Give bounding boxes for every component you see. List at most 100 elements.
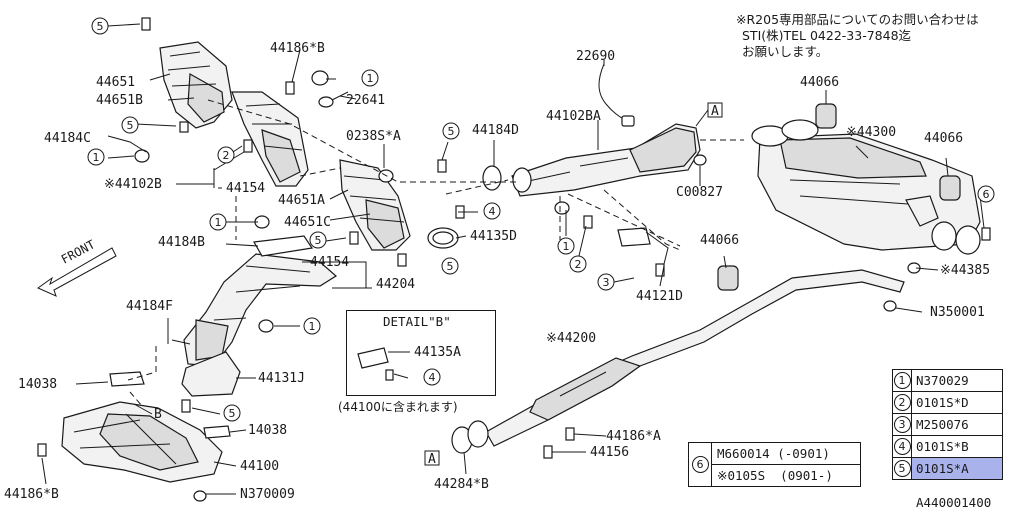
- label-22690[interactable]: 22690: [576, 49, 615, 64]
- label-44186B-top[interactable]: 44186*B: [270, 41, 325, 56]
- label-44184D[interactable]: 44184D: [472, 123, 519, 138]
- label-C00827[interactable]: C00827: [676, 185, 723, 200]
- part-44651A-catalyst[interactable]: [339, 159, 411, 251]
- part-44121D-bracket[interactable]: [617, 227, 669, 265]
- detail-b-box: [346, 310, 496, 396]
- note-line-3: お願いします。: [742, 44, 829, 59]
- label-44300[interactable]: ※44300: [846, 125, 896, 140]
- part-14038-gasket-left[interactable]: [109, 371, 145, 387]
- label-44066-mid[interactable]: 44066: [700, 233, 739, 248]
- label-44102B[interactable]: ※44102B: [104, 177, 162, 192]
- label-44651B[interactable]: 44651B: [96, 93, 143, 108]
- label-front: FRONT: [59, 237, 97, 266]
- legend-row[interactable]: 2 0101S*D: [892, 391, 1003, 414]
- part-44066-hanger-top[interactable]: [815, 103, 837, 129]
- part-44100-exhaust-manifold[interactable]: [61, 401, 223, 483]
- callout-1: 1: [563, 240, 570, 253]
- callout-5: 5: [127, 119, 134, 132]
- legend-number-cell: 2: [892, 391, 912, 414]
- callout-5: 5: [447, 260, 454, 273]
- label-44200[interactable]: ※44200: [546, 331, 596, 346]
- reference-box-a-top: [707, 102, 723, 118]
- detail-b-footnote: (44100に含まれます): [338, 400, 458, 414]
- sti-contact-note: ※R205専用部品についてのお問い合わせは STI(株)TEL 0422-33-…: [736, 12, 979, 60]
- part-44300-muffler[interactable]: [751, 119, 981, 255]
- part-44102B-front-pipe-upper[interactable]: [231, 91, 309, 187]
- part-14038-gasket-right[interactable]: [203, 425, 231, 439]
- callout-4-marker: 4: [893, 438, 911, 455]
- part-44204-front-pipe[interactable]: [183, 253, 338, 367]
- part-44184B-gasket[interactable]: [253, 235, 314, 257]
- callout-5: 5: [229, 407, 236, 420]
- option-6-code-cell[interactable]: M660014 (-0901): [711, 442, 861, 465]
- label-44204[interactable]: 44204: [376, 277, 415, 292]
- callout-2: 2: [575, 258, 582, 271]
- legend-code-cell-selected[interactable]: 0101S*A: [911, 457, 1003, 480]
- part-22690-oxygen-sensor[interactable]: [598, 63, 635, 127]
- callout-5: 5: [97, 20, 104, 33]
- part-44066-hanger-right[interactable]: [939, 175, 961, 201]
- part-44135A-clamp[interactable]: [357, 347, 394, 381]
- label-0238SA[interactable]: 0238S*A: [346, 129, 401, 144]
- label-N350001[interactable]: N350001: [930, 305, 985, 320]
- callout-3: 3: [603, 276, 610, 289]
- part-44131J-heat-shield[interactable]: [181, 351, 241, 397]
- part-22641-sensor[interactable]: [318, 91, 349, 108]
- label-44651[interactable]: 44651: [96, 75, 135, 90]
- label-44385[interactable]: ※44385: [940, 263, 990, 278]
- label-44184C[interactable]: 44184C: [44, 131, 91, 146]
- label-14038-right[interactable]: 14038: [248, 423, 287, 438]
- label-44154-mid[interactable]: 44154: [310, 255, 349, 270]
- label-44100[interactable]: 44100: [240, 459, 279, 474]
- legend-row[interactable]: 4 0101S*B: [892, 435, 1003, 458]
- option-6-row[interactable]: 6 M660014 (-0901): [688, 442, 861, 487]
- label-44284B[interactable]: 44284*B: [434, 477, 489, 492]
- label-44121D[interactable]: 44121D: [636, 289, 683, 304]
- label-44066-right[interactable]: 44066: [924, 131, 963, 146]
- label-22641[interactable]: 22641: [346, 93, 385, 108]
- label-44135D[interactable]: 44135D: [470, 229, 517, 244]
- label-44154-top[interactable]: 44154: [226, 181, 265, 196]
- part-44200-rear-pipe[interactable]: [485, 269, 905, 447]
- label-44135A[interactable]: 44135A: [414, 345, 461, 360]
- label-44186A[interactable]: 44186*A: [606, 429, 661, 444]
- callout-4: 4: [429, 371, 436, 384]
- label-44066-top[interactable]: 44066: [800, 75, 839, 90]
- legend-number-cell: 1: [892, 369, 912, 392]
- part-44651-heat-shield[interactable]: [159, 41, 233, 129]
- label-44184F[interactable]: 44184F: [126, 299, 173, 314]
- front-arrow-icon: [36, 247, 117, 297]
- legend-code-cell[interactable]: 0101S*D: [911, 391, 1003, 414]
- legend-row-highlighted[interactable]: 5 0101S*A: [892, 457, 1003, 480]
- part-44184D-gasket[interactable]: [482, 165, 532, 193]
- part-44102BA-center-pipe[interactable]: [511, 123, 701, 197]
- legend-row[interactable]: 1 N370029: [892, 369, 1003, 392]
- callout-1-marker: 1: [893, 372, 911, 389]
- label-44651A[interactable]: 44651A: [278, 193, 325, 208]
- label-44186B-bottom[interactable]: 44186*B: [4, 487, 59, 502]
- callout-6: 6: [983, 188, 990, 201]
- option-6-number-cell: 6: [688, 442, 712, 487]
- legend-row[interactable]: 3 M250076: [892, 413, 1003, 436]
- callout-5: 5: [448, 125, 455, 138]
- label-14038-left[interactable]: 14038: [18, 377, 57, 392]
- option-6-row[interactable]: ※0105S (0901-): [689, 464, 861, 487]
- part-44066-hanger-mid[interactable]: [717, 265, 739, 291]
- label-44184B[interactable]: 44184B: [158, 235, 205, 250]
- legend-code-cell[interactable]: M250076: [911, 413, 1003, 436]
- reference-box-a-bottom: [424, 450, 440, 466]
- label-44131J[interactable]: 44131J: [258, 371, 305, 386]
- label-44651C[interactable]: 44651C: [284, 215, 331, 230]
- part-44284B-gasket[interactable]: [451, 420, 489, 454]
- legend-code-cell[interactable]: 0101S*B: [911, 435, 1003, 458]
- part-44135D-gasket[interactable]: [427, 227, 459, 249]
- option-6-code-cell[interactable]: ※0105S (0901-): [711, 464, 861, 487]
- label-44156[interactable]: 44156: [590, 445, 629, 460]
- label-N370009[interactable]: N370009: [240, 487, 295, 502]
- callout-6-options-table: 6 M660014 (-0901) ※0105S (0901-): [688, 442, 861, 487]
- callout-1: 1: [367, 72, 374, 85]
- legend-code-cell[interactable]: N370029: [911, 369, 1003, 392]
- option-6-range: (-0901): [777, 446, 830, 461]
- label-44102BA[interactable]: 44102BA: [546, 109, 601, 124]
